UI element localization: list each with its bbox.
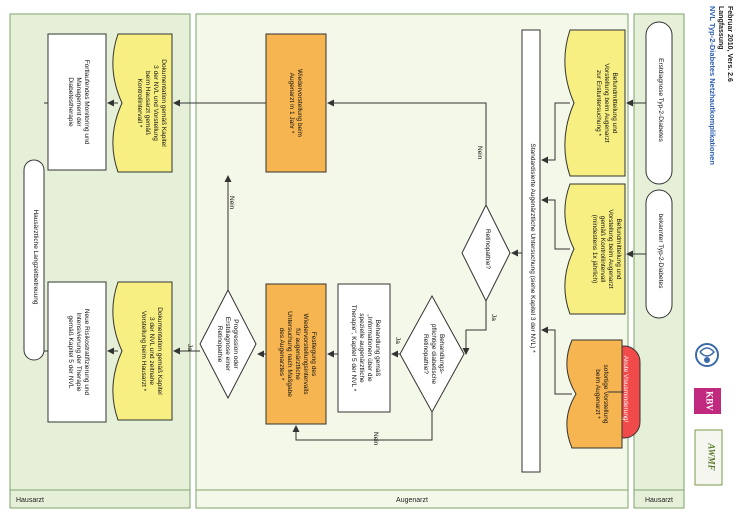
branch-labels: Nein Ja Ja Nein Nein Ja xyxy=(186,146,497,446)
process-risiko-line-3: gemäß Kapitel 5 der NVL xyxy=(67,316,74,389)
terminal-langzeit-text: Hausärztliche Langzeitbetreuung xyxy=(32,209,39,304)
doc-dok-kontrolle-line-2: 3 der NVL und Vorstellung xyxy=(152,65,159,141)
label-ja-progression: Ja xyxy=(186,344,193,351)
process-monitoring: Fortlaufendes Monitoring und Management … xyxy=(47,33,107,171)
process-festlegung-line-2: Wiedervorstellungsintervalls xyxy=(302,314,309,396)
decision-behandlungspflichtig-line-1: Behandlungs- xyxy=(438,334,445,374)
lane-label-hausarzt-right: Hausarzt xyxy=(645,497,673,504)
terminal-erstdiagnose: Erstdiagnose Typ-2-Diabetes xyxy=(645,21,673,185)
decision-progression: Progression oder Erstdiagnose einer Reti… xyxy=(199,288,257,400)
doc-dokumentation-kontrolle: Dokumentation gemäß Kapitel 3 der NVL un… xyxy=(112,33,173,173)
process-standard-text: Standardisierte Augenärztliche Untersuch… xyxy=(529,143,536,353)
process-risiko-line-2: Intensivierung der Therapie xyxy=(75,312,82,391)
doc-erstuntersuchung-line-2: Vorstellung beim Augenarzt xyxy=(603,63,610,142)
header-version: Februar 2010, Vers. 2.6 xyxy=(726,6,733,82)
process-festlegung-line-1: Festlegung des xyxy=(310,332,317,377)
doc-erstuntersuchung-line-3: zur Erstuntersuchung * xyxy=(595,70,602,137)
decision-behandlungspflichtig-line-2: pflichtige diabetische xyxy=(430,324,437,385)
process-behandlung-line-1: Behandlung gemäß xyxy=(374,320,381,377)
process-risiko-line-1: Neue Risikostratifizierung und xyxy=(83,309,90,396)
lane-label-hausarzt-left: Hausarzt xyxy=(16,497,44,504)
process-wiedervorstellung: Wiedervorstellung beim Augenarzt in 1 Ja… xyxy=(265,33,327,173)
awmf-logo-text: AWMF xyxy=(707,442,717,470)
awmf-logo: AWMF xyxy=(694,429,723,486)
doc-kontrollintervall-line-2: Vorstellung beim Augenarzt xyxy=(607,209,614,288)
doc-dok-therapie-line-2: 3 der NVL und zeitnahe xyxy=(148,317,155,385)
doc-dok-kontrolle-line-3: beim Hausarzt gemäß xyxy=(144,71,151,135)
process-risiko: Neue Risikostratifizierung und Intensivi… xyxy=(47,281,107,423)
kbv-logo: KBV xyxy=(694,388,721,414)
kbv-logo-text: KBV xyxy=(705,391,715,411)
kzbv-logo xyxy=(695,343,719,367)
doc-erstuntersuchung-line-1: Befundmitteilung und xyxy=(611,72,618,133)
doc-kontrollintervall-line-1: Befundmitteilung und xyxy=(615,218,622,279)
process-festlegung-line-4: Untersuchung nach Maßgabe xyxy=(286,311,293,397)
label-nein-progression: Nein xyxy=(228,196,235,210)
process-behandlung-line-4: Therapie", Kapitel 5 der NVL * xyxy=(350,305,357,392)
doc-dok-therapie-line-1: Dokumentation gemäß Kapitel xyxy=(156,307,163,395)
process-wiedervorstellung-line-2: Augenarzt in 1 Jahr * xyxy=(288,73,295,134)
lane-augenarzt xyxy=(195,13,629,509)
doc-kontrollintervall: Befundmitteilung und Vorstellung beim Au… xyxy=(564,183,626,315)
doc-dok-therapie-line-3: Vorstellung beim Hausarzt * xyxy=(140,311,147,392)
decision-retinopathie-text: Retinopathie? xyxy=(484,229,491,269)
decision-behandlungspflichtig-line-3: Retinopathie? xyxy=(422,334,429,374)
doc-sofort-line-1: sofortige Vorstellung xyxy=(602,365,609,424)
connectors xyxy=(44,99,646,441)
label-ja-behandlung: Ja xyxy=(394,337,401,344)
doc-dokumentation-therapie: Dokumentation gemäß Kapitel 3 der NVL un… xyxy=(112,281,173,421)
doc-sofort-line-2: beim Augenarzt * xyxy=(594,369,601,419)
process-festlegung-line-5: des Augenarztes * xyxy=(278,328,285,381)
process-festlegung-line-3: für augenärztliche xyxy=(294,328,301,380)
process-monitoring-line-3: Diabetestherapie xyxy=(67,77,74,127)
terminal-bekannt-text: bekannter Typ-2-Diabetes xyxy=(657,214,664,289)
label-nein-retinopathie: Nein xyxy=(476,146,483,160)
terminal-bekannt: bekannter Typ-2-Diabetes xyxy=(645,189,673,319)
process-wiedervorstellung-line-1: Wiedervorstellung beim xyxy=(296,69,303,137)
process-standard-untersuchung: Standardisierte Augenärztliche Untersuch… xyxy=(521,29,541,473)
doc-dok-kontrolle-line-1: Dokumentation gemäß Kapitel xyxy=(160,59,167,147)
process-behandlung-line-3: spezielle augenärztliche xyxy=(358,313,365,383)
doc-sofortige-vorstellung: sofortige Vorstellung beim Augenarzt * xyxy=(566,339,623,449)
label-ja-retinopathie: Ja xyxy=(490,314,497,321)
process-monitoring-line-2: Management der xyxy=(75,77,82,127)
terminal-akut-text: Akute Visusminderung/ xyxy=(622,356,629,423)
header: NVL Typ-2-Diabetes Netzhautkomplikatione… xyxy=(708,6,733,165)
header-title: NVL Typ-2-Diabetes Netzhautkomplikatione… xyxy=(708,6,717,165)
logos: KBV AWMF xyxy=(694,343,723,486)
decision-progression-line-2: Erstdiagnose einer xyxy=(224,317,231,372)
header-subtitle: Langfassung xyxy=(717,6,724,50)
decision-progression-line-3: Retinopathie xyxy=(216,326,223,363)
doc-kontrollintervall-line-3: gemäß Kontrollintervall xyxy=(599,216,606,283)
lane-label-augenarzt: Augenarzt xyxy=(396,497,428,504)
label-nein-behandlung: Nein xyxy=(372,432,379,446)
process-behandlung-line-2: „Informationen über die xyxy=(366,314,373,382)
doc-dok-kontrolle-line-4: Kontrollintervall * xyxy=(136,79,143,128)
terminal-erstdiagnose-text: Erstdiagnose Typ-2-Diabetes xyxy=(657,58,664,142)
decision-progression-line-1: Progression oder xyxy=(232,319,239,369)
process-behandlung: Behandlung gemäß „Informationen über die… xyxy=(337,283,391,413)
doc-kontrollintervall-line-4: (mindestens 1x jährlich) xyxy=(591,215,598,284)
terminal-langzeit: Hausärztliche Langzeitbetreuung xyxy=(23,159,45,361)
doc-erstuntersuchung: Befundmitteilung und Vorstellung beim Au… xyxy=(564,29,626,177)
process-monitoring-line-1: Fortlaufendes Monitoring und xyxy=(83,60,90,145)
process-festlegung: Festlegung des Wiedervorstellungsinterva… xyxy=(265,283,327,425)
